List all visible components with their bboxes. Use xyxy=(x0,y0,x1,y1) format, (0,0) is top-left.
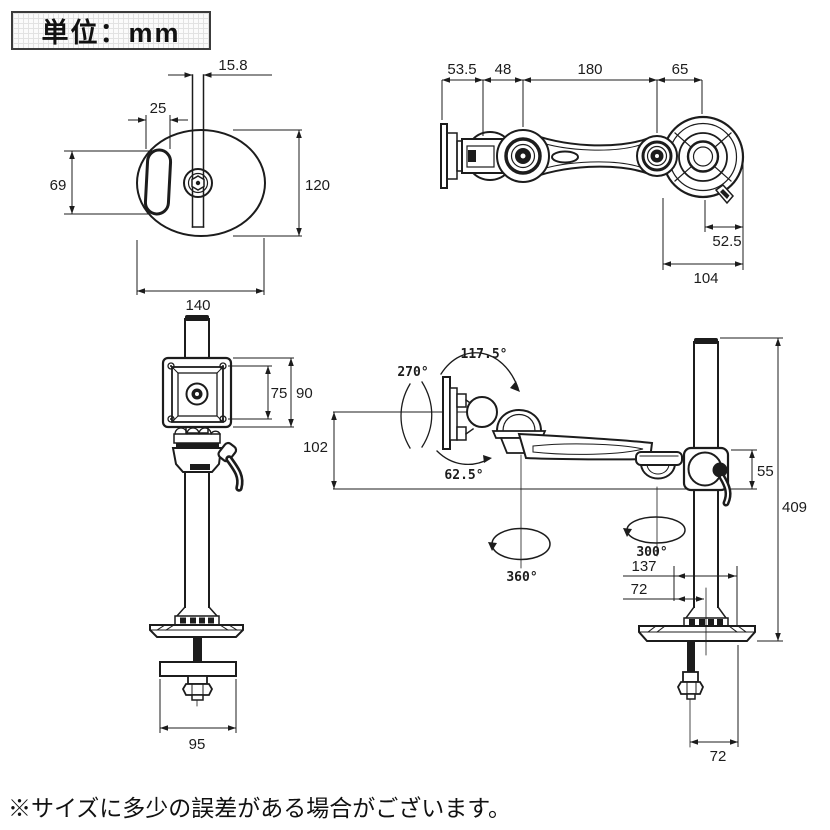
angle-rotation-full: 360° xyxy=(506,570,537,585)
angle-tilt-lower: 62.5° xyxy=(444,468,483,483)
dim-slot-hole-height: 69 xyxy=(50,177,67,194)
dim-pivot-to-pole: 65 xyxy=(672,61,689,78)
dim-slot-width: 15.8 xyxy=(218,57,247,74)
base-plate-top-view: 15.8 25 69 120 xyxy=(50,57,330,314)
angle-tilt-upper: 117.5° xyxy=(461,347,508,362)
dim-clamp-depth: 72 xyxy=(710,748,727,765)
dim-vesa-to-joint: 53.5 xyxy=(447,61,476,78)
dim-collar-height: 55 xyxy=(757,463,774,480)
dim-plate-width: 140 xyxy=(185,297,210,314)
pole-front-view: 95 75 90 xyxy=(149,315,313,753)
arm-top-view: 53.5 48 180 65 52.5 104 xyxy=(440,61,745,287)
dim-base-reach: 137 xyxy=(631,558,656,575)
unit-label-box: 単位：mm xyxy=(11,11,211,50)
arm-side-view: 102 xyxy=(303,337,807,765)
pole-mount-disc xyxy=(661,115,745,205)
dim-clamp-width: 95 xyxy=(189,736,206,753)
dim-pole-height: 409 xyxy=(782,499,807,516)
dim-arm-rise: 102 xyxy=(303,439,328,456)
dim-vesa-plate: 90 xyxy=(296,385,313,402)
dim-pole-offset: 52.5 xyxy=(712,233,741,250)
dim-mount-width: 104 xyxy=(693,270,718,287)
dim-joint-to-pivot: 48 xyxy=(495,61,512,78)
dim-base-offset: 72 xyxy=(631,581,648,598)
dim-plate-depth: 120 xyxy=(305,177,330,194)
unit-label: 単位：mm xyxy=(41,18,181,48)
vesa-plate xyxy=(161,356,233,429)
clamp-lever xyxy=(217,441,244,492)
dim-arm-length: 180 xyxy=(577,61,602,78)
angle-pole-rotation: 300° xyxy=(636,545,667,560)
dim-slot-hole-width: 25 xyxy=(150,100,167,117)
dim-vesa-holes: 75 xyxy=(271,385,288,402)
pole-collar xyxy=(682,446,732,507)
angle-pan-range: 270° xyxy=(397,365,428,380)
tolerance-note: ※サイズに多少の誤差がある場合がございます。 xyxy=(8,795,512,821)
